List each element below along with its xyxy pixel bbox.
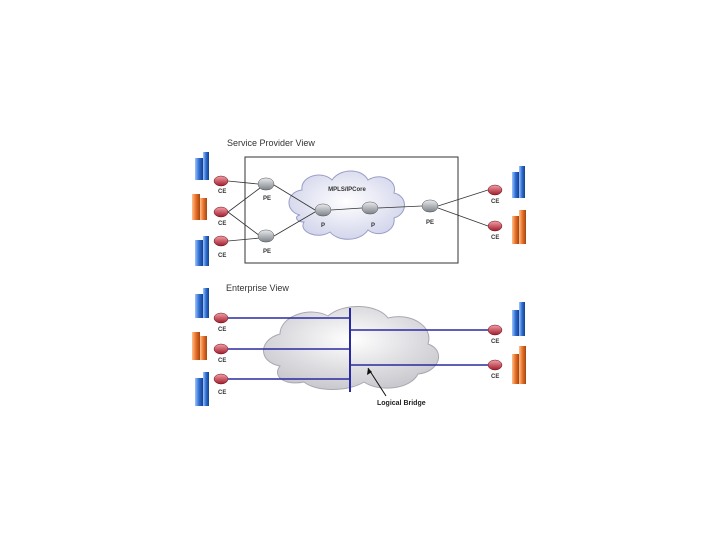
ce-router-icon bbox=[487, 359, 503, 371]
building-icon bbox=[195, 372, 209, 406]
ce-label: CE bbox=[491, 339, 499, 345]
sp-right-sites: CE CE bbox=[487, 166, 526, 244]
building-icon bbox=[192, 332, 207, 360]
building-icon bbox=[195, 236, 209, 266]
logical-bridge-label: Logical Bridge bbox=[377, 400, 426, 407]
p-label: P bbox=[371, 223, 375, 229]
ce-label: CE bbox=[218, 358, 226, 364]
mpls-cloud-label: MPLS/IPCore bbox=[328, 187, 366, 193]
building-icon bbox=[512, 210, 526, 244]
pe-router-icon bbox=[257, 229, 275, 243]
sp-left-sites: CE CE CE bbox=[192, 152, 229, 266]
pe-router-icon bbox=[421, 199, 439, 213]
sp-links bbox=[227, 180, 489, 242]
ce-label: CE bbox=[218, 221, 226, 227]
pe-label: PE bbox=[263, 249, 271, 255]
pe-label: PE bbox=[263, 196, 271, 202]
enterprise-links bbox=[228, 308, 488, 392]
building-icon bbox=[195, 288, 209, 318]
ce-label: CE bbox=[491, 374, 499, 380]
building-icon bbox=[195, 152, 209, 180]
logical-bridge-pointer: Logical Bridge bbox=[367, 367, 426, 407]
ce-label: CE bbox=[491, 235, 499, 241]
ce-router-icon bbox=[487, 184, 503, 196]
p-label: P bbox=[321, 223, 325, 229]
mpls-cloud: MPLS/IPCore bbox=[288, 170, 405, 240]
ce-router-icon bbox=[213, 373, 229, 385]
ce-label: CE bbox=[218, 390, 226, 396]
enterprise-left-sites: CE CE CE bbox=[192, 288, 229, 406]
p-router-icon bbox=[361, 201, 379, 215]
building-icon bbox=[512, 346, 526, 384]
enterprise-right-sites: CE CE bbox=[487, 302, 526, 384]
ce-router-icon bbox=[213, 206, 229, 218]
ce-router-icon bbox=[213, 312, 229, 324]
ce-label: CE bbox=[491, 199, 499, 205]
building-icon bbox=[512, 302, 525, 336]
ce-label: CE bbox=[218, 189, 226, 195]
building-icon bbox=[192, 194, 207, 220]
ce-router-icon bbox=[487, 324, 503, 336]
ce-router-icon bbox=[213, 175, 229, 187]
building-icon bbox=[512, 166, 525, 198]
pe-router-icon bbox=[257, 177, 275, 191]
ce-label: CE bbox=[218, 327, 226, 333]
pe-label: PE bbox=[426, 220, 434, 226]
enterprise-title: Enterprise View bbox=[226, 283, 289, 293]
service-provider-title: Service Provider View bbox=[227, 138, 315, 148]
ce-router-icon bbox=[213, 343, 229, 355]
ce-router-icon bbox=[213, 235, 229, 247]
ce-label: CE bbox=[218, 253, 226, 259]
p-router-icon bbox=[314, 203, 332, 217]
enterprise-cloud bbox=[263, 305, 440, 390]
ce-router-icon bbox=[487, 220, 503, 232]
